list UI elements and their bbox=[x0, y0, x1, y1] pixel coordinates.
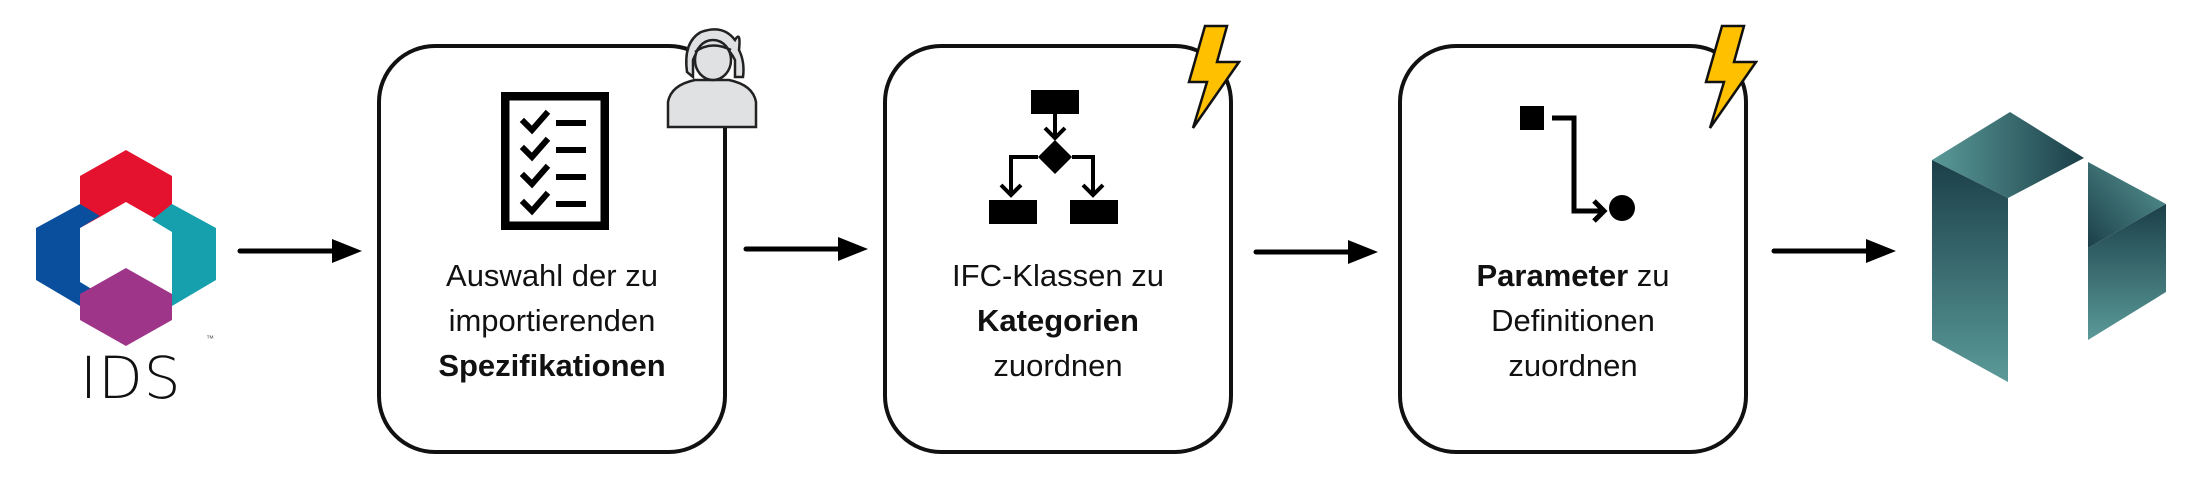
step-1-line-3: Spezifikationen bbox=[438, 348, 666, 383]
step-card-map-parameters: Parameter zu Definitionen zuordnen bbox=[1398, 44, 1748, 454]
flow-arrow-4 bbox=[1771, 239, 1896, 263]
target-app-logo bbox=[1932, 112, 2166, 382]
step-2-line-2: Kategorien bbox=[977, 303, 1139, 338]
step-1-label: Auswahl der zu importierenden Spezifikat… bbox=[381, 253, 723, 388]
step-2-line-3: zuordnen bbox=[993, 348, 1123, 383]
step-3-line-3: zuordnen bbox=[1508, 348, 1638, 383]
lightning-icon bbox=[1187, 24, 1241, 129]
step-card-map-ifc-classes: IFC-Klassen zu Kategorien zuordnen bbox=[883, 44, 1233, 454]
flowchart-icon bbox=[989, 90, 1118, 224]
step-card-select-specifications: Auswahl der zu importierenden Spezifikat… bbox=[377, 44, 727, 454]
user-icon bbox=[666, 28, 758, 129]
step-2-line-1: IFC-Klassen zu bbox=[952, 258, 1164, 293]
step-3-line-1: Parameter zu bbox=[1476, 258, 1670, 293]
ids-logo-hexagon-icon bbox=[36, 150, 216, 346]
step-3-line-2: Definitionen bbox=[1491, 303, 1655, 338]
flow-arrow-3 bbox=[1253, 240, 1378, 264]
mapping-icon bbox=[1520, 106, 1635, 223]
flow-arrow-2 bbox=[743, 237, 868, 261]
step-1-line-2: importierenden bbox=[448, 303, 656, 338]
checklist-icon bbox=[501, 92, 609, 230]
lightning-icon bbox=[1704, 24, 1758, 129]
ids-logo-text: IDS bbox=[80, 344, 182, 412]
step-3-label: Parameter zu Definitionen zuordnen bbox=[1402, 253, 1744, 388]
trademark-symbol: ™ bbox=[206, 334, 214, 343]
flow-arrow-1 bbox=[237, 239, 362, 263]
step-1-line-1: Auswahl der zu bbox=[446, 258, 658, 293]
step-2-label: IFC-Klassen zu Kategorien zuordnen bbox=[887, 253, 1229, 388]
ids-logo: IDS ™ bbox=[36, 148, 236, 412]
